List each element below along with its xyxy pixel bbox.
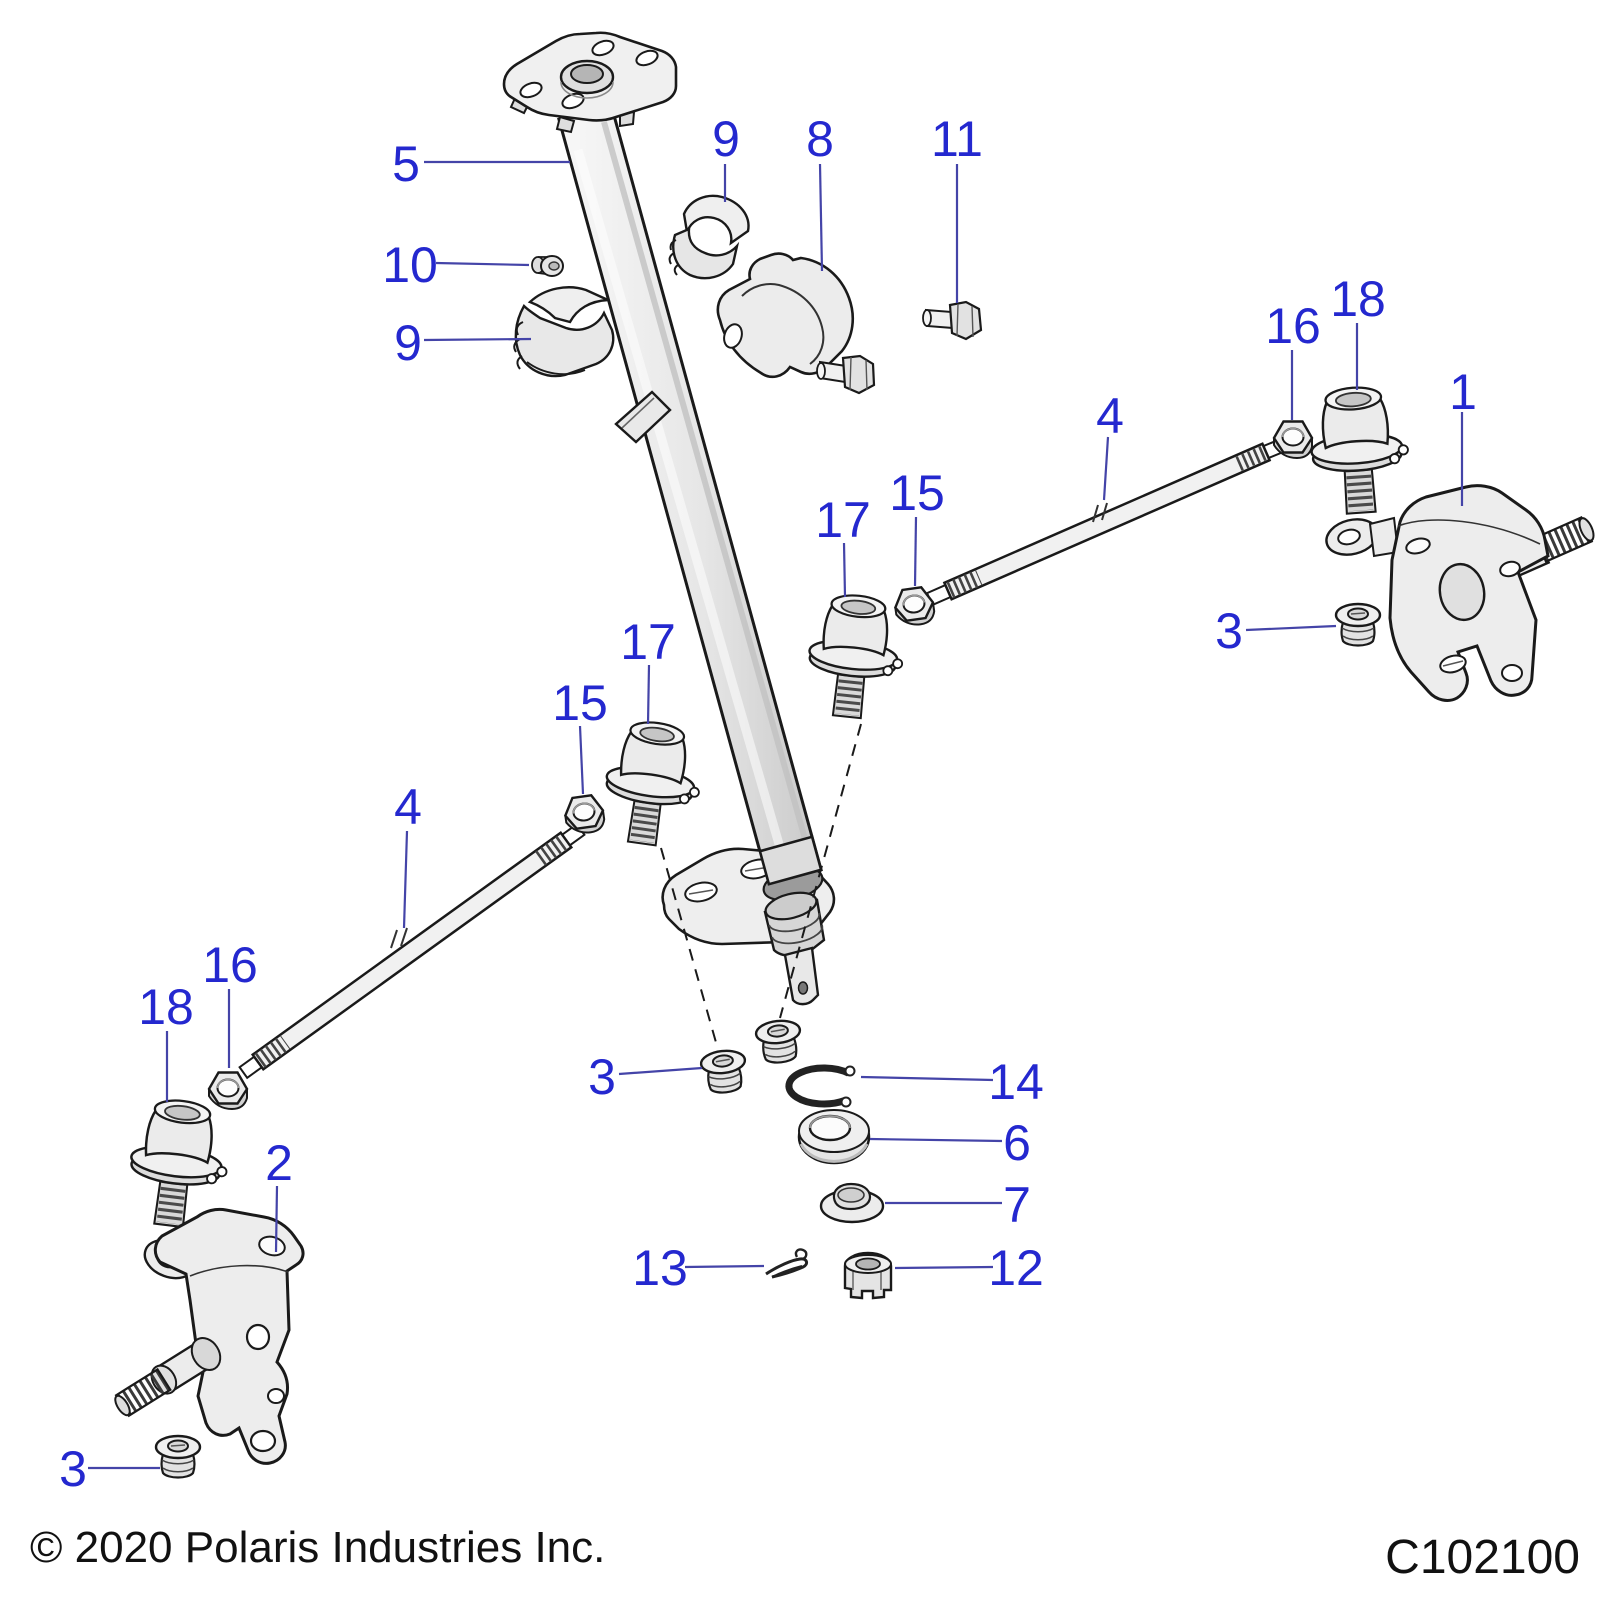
steering-knuckle-left <box>114 1207 305 1465</box>
jam-nut-16-left <box>207 1071 249 1111</box>
snap-ring <box>785 1064 856 1108</box>
tube-shade <box>601 121 815 865</box>
rod-end-18-right <box>1307 384 1412 516</box>
callout-2: 2 <box>265 1135 293 1191</box>
callout-leader-10 <box>435 261 530 267</box>
clamp-bolt-right <box>922 300 983 341</box>
callout-3: 3 <box>1215 603 1243 659</box>
callout-leader-17 <box>842 542 847 598</box>
callout-3: 3 <box>59 1441 87 1497</box>
bushing-3-mid-lower <box>698 1047 750 1096</box>
column-bushing-half-top <box>668 194 750 280</box>
callout-16: 16 <box>1265 298 1321 354</box>
tie-rod-right <box>925 437 1288 607</box>
bushing-3-left <box>154 1434 202 1479</box>
callout-15: 15 <box>552 675 608 731</box>
alignment-dashed-lines <box>660 723 862 1047</box>
tube-highlight <box>573 148 788 860</box>
steering-column <box>502 31 836 1006</box>
callout-leader-2 <box>274 1185 279 1253</box>
copyright-text: © 2020 Polaris Industries Inc. <box>30 1523 605 1572</box>
callout-leader-12 <box>894 1265 994 1270</box>
callout-17: 17 <box>620 614 676 670</box>
callout-leader-3 <box>618 1066 703 1076</box>
callout-1: 1 <box>1449 364 1477 420</box>
callout-leader-15 <box>578 725 585 795</box>
callout-4: 4 <box>1096 388 1124 444</box>
rod-end-17-right <box>803 591 909 722</box>
callout-16: 16 <box>202 937 258 993</box>
steering-knuckle-right <box>1325 484 1595 702</box>
callout-9: 9 <box>712 111 740 167</box>
diagram-code: C102100 <box>1385 1531 1580 1584</box>
cotter-pin <box>765 1248 809 1279</box>
callout-leader-13 <box>684 1264 765 1269</box>
callout-17: 17 <box>815 492 871 548</box>
clamp-bolt-left <box>816 354 876 395</box>
callout-leader-3 <box>1245 624 1337 632</box>
callout-5: 5 <box>392 136 420 192</box>
steering-post-clamp <box>716 252 855 379</box>
callout-9: 9 <box>394 315 422 371</box>
callout-leader-4 <box>402 830 409 929</box>
callout-11: 11 <box>931 111 983 167</box>
column-clamp-tab <box>614 390 672 444</box>
tie-rod-left <box>238 822 586 1080</box>
column-bushing-half-left <box>513 286 615 378</box>
jam-nut-16-right <box>1272 420 1314 460</box>
callout-12: 12 <box>988 1240 1044 1296</box>
callout-3: 3 <box>588 1049 616 1105</box>
callout-10: 10 <box>382 237 438 293</box>
column-splined-shaft <box>763 891 826 1006</box>
bearing <box>797 1109 871 1165</box>
bushing-3-right <box>1334 602 1382 647</box>
callout-leader-14 <box>860 1075 994 1082</box>
callout-18: 18 <box>1330 271 1386 327</box>
bushing-3-mid-upper <box>753 1017 805 1066</box>
callout-6: 6 <box>1003 1115 1031 1171</box>
castle-nut <box>843 1251 893 1300</box>
rod-end-17-left <box>598 717 707 850</box>
callout-15: 15 <box>889 465 945 521</box>
callout-14: 14 <box>988 1054 1044 1110</box>
column-top-plate <box>502 31 678 134</box>
callout-7: 7 <box>1003 1177 1031 1233</box>
callout-leader-17 <box>646 664 651 725</box>
callout-leader-4 <box>1102 436 1110 501</box>
thrust-washer <box>819 1182 885 1224</box>
callout-leader-6 <box>869 1137 1003 1143</box>
callout-leader-15 <box>913 516 918 587</box>
callout-13: 13 <box>632 1240 688 1296</box>
callout-8: 8 <box>806 111 834 167</box>
callout-leader-8 <box>818 163 824 272</box>
callout-4: 4 <box>394 779 422 835</box>
plug-fastener <box>531 255 564 277</box>
callout-18: 18 <box>138 979 194 1035</box>
callout-leader-9 <box>423 337 532 342</box>
